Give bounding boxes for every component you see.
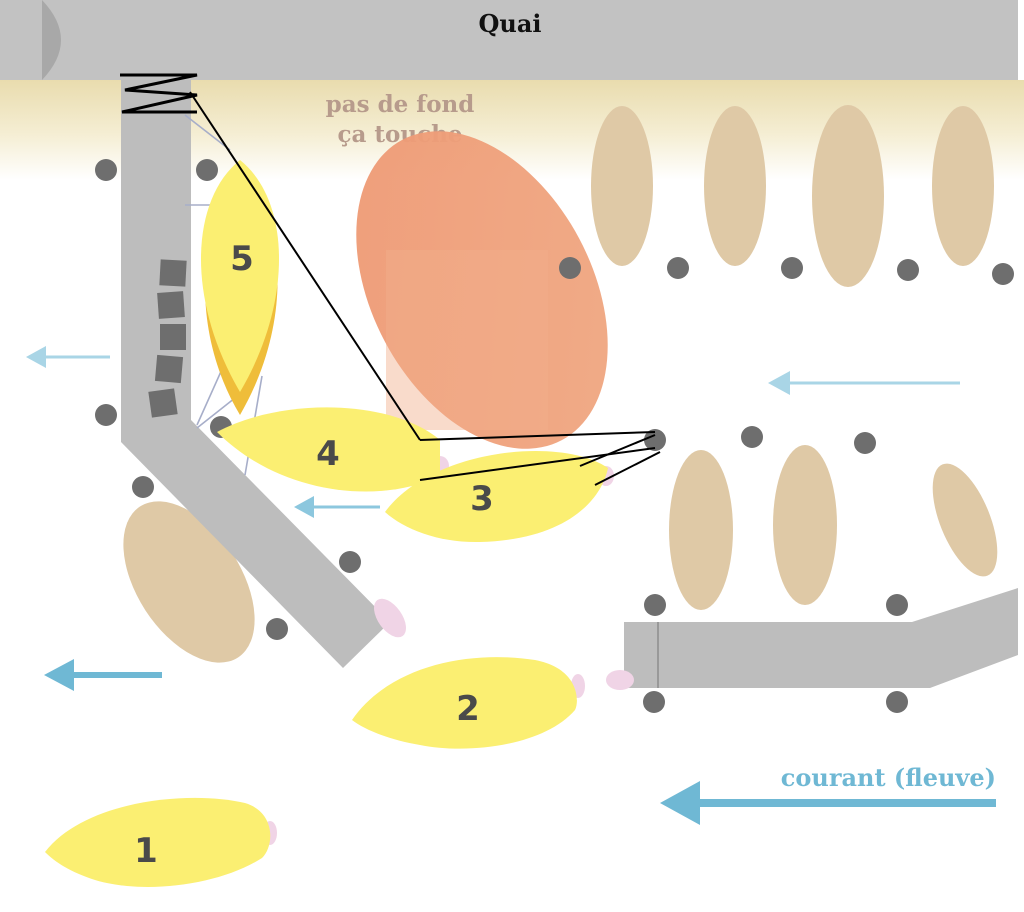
bollard — [644, 594, 666, 616]
fender — [160, 324, 186, 350]
quai-label: Quai — [478, 9, 541, 38]
moored-boat — [591, 106, 653, 266]
boat-1: 1 — [45, 797, 271, 887]
quai — [0, 0, 1018, 80]
boat-1-number: 1 — [134, 831, 158, 871]
boat-3: 3 — [385, 450, 608, 543]
boat-3-number: 3 — [470, 479, 494, 519]
pontoon-right — [624, 588, 1018, 688]
shallow-zone — [356, 131, 608, 449]
pontoon-fenders — [148, 259, 187, 418]
fender — [148, 388, 178, 418]
bollard — [559, 257, 581, 279]
moored-boat — [932, 106, 994, 266]
boat-2-number: 2 — [456, 689, 480, 729]
boat-4: 4 — [217, 407, 440, 492]
boat-5-hull — [200, 160, 280, 392]
pontoon-left — [121, 80, 390, 668]
boat-4-number: 4 — [316, 434, 340, 474]
current-arrows — [26, 346, 996, 825]
moored-boats-lower — [123, 445, 998, 663]
boat-4-hull — [217, 407, 440, 492]
moored-boat — [812, 105, 884, 287]
bollard — [196, 159, 218, 181]
boat-5-number: 5 — [230, 239, 254, 279]
bollard — [781, 257, 803, 279]
moored-boat — [773, 445, 837, 605]
bollard — [95, 404, 117, 426]
bollards — [95, 159, 1014, 713]
quai-bollard-half — [42, 0, 61, 80]
bollard — [95, 159, 117, 181]
boat-3-hull — [385, 450, 608, 543]
bollard — [886, 594, 908, 616]
bollard — [266, 618, 288, 640]
fender — [154, 354, 184, 384]
bollard — [897, 259, 919, 281]
boat-1-hull — [45, 797, 271, 887]
moored-boat — [932, 463, 998, 577]
shallow-zone-overlay — [386, 250, 548, 430]
moored-boats-top — [591, 105, 994, 287]
bollard — [992, 263, 1014, 285]
fender — [157, 291, 185, 319]
boat-5: 5 — [200, 160, 280, 415]
cleat-zigzag — [120, 73, 198, 114]
moored-boat — [669, 450, 733, 610]
bollard — [854, 432, 876, 454]
moored-boat — [704, 106, 766, 266]
bollard — [644, 429, 666, 451]
bollard — [339, 551, 361, 573]
bollard — [643, 691, 665, 713]
boat-2-hull — [352, 657, 577, 749]
fender — [159, 259, 187, 287]
bollard — [132, 476, 154, 498]
current-label: courant (fleuve) — [781, 763, 996, 792]
boat-2: 2 — [352, 657, 577, 749]
shallow-warning-line1: pas de fond — [326, 91, 475, 118]
bollard — [667, 257, 689, 279]
bollard — [741, 426, 763, 448]
bollard — [886, 691, 908, 713]
mooring-lines — [189, 91, 661, 486]
